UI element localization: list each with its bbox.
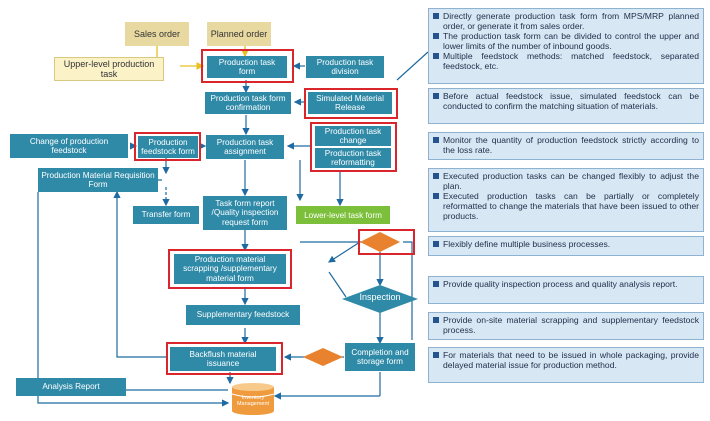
lower-level-task-label: Lower-level task form: [304, 210, 382, 220]
note-5-line-1: Flexibly define multiple business proces…: [433, 239, 699, 249]
task-division-box: Production task division: [306, 56, 384, 78]
highlight-simulated-release: [304, 88, 398, 119]
completion-label: Completion and storage form: [351, 347, 409, 367]
analysis-report-label: Analysis Report: [42, 382, 100, 392]
decision-diamond-top: [360, 232, 400, 252]
task-reformatting-label: Production task reformatting: [324, 148, 382, 168]
inventory-label: Inventory Management: [236, 395, 270, 407]
note-8-line-1: For materials that need to be issued in …: [433, 350, 699, 370]
note-6-line-1: Provide quality inspection process and q…: [433, 279, 699, 289]
task-confirmation-box: Production task form confirmation: [205, 92, 291, 114]
upper-level-task-box: Upper-level production task: [54, 57, 164, 81]
change-feedstock-label: Change of production feedstock: [29, 136, 109, 156]
supplementary-feedstock-box: Supplementary feedstock: [186, 305, 300, 325]
task-assignment-label: Production task assignment: [216, 137, 274, 157]
simulated-release-label: Simulated Material Release: [316, 93, 384, 113]
task-change-label: Production task change: [324, 126, 382, 146]
scrapping-form-label: Production material scrapping /supplemen…: [183, 254, 277, 283]
task-assignment-box: Production task assignment: [206, 135, 284, 159]
inventory-database-icon: Inventory Management: [230, 382, 276, 416]
planned-order-box: Planned order: [207, 22, 271, 46]
note-7: Provide on-site material scrapping and s…: [428, 312, 704, 340]
note-4-line-1: Executed production tasks can be changed…: [433, 171, 699, 191]
highlight-task-form: [201, 49, 294, 83]
feedstock-form-label: Production feedstock form: [141, 137, 195, 157]
highlight-feedstock-form: [134, 132, 201, 161]
highlight-diamond: [358, 229, 415, 255]
lower-level-task-box: Lower-level task form: [296, 206, 390, 224]
task-reformatting-box: Production task reformatting: [315, 148, 391, 168]
task-division-label: Production task division: [316, 57, 374, 77]
feedstock-form-box: Production feedstock form: [138, 136, 198, 158]
note-7-line-1: Provide on-site material scrapping and s…: [433, 315, 699, 335]
note-2: Before actual feedstock issue, simulated…: [428, 88, 704, 124]
scrapping-form-box: Production material scrapping /supplemen…: [174, 254, 286, 284]
task-change-box: Production task change: [315, 126, 391, 146]
note-1-line-3: Multiple feedstock methods: matched feed…: [433, 51, 699, 71]
note-1: Directly generate production task form f…: [428, 8, 704, 84]
production-task-form-label: Production task form: [218, 57, 276, 77]
note-1-line-1: Directly generate production task form f…: [433, 11, 699, 31]
inspection-diamond: [342, 285, 418, 313]
report-request-box: Task form report /Quality inspection req…: [203, 196, 287, 230]
upper-level-task-label: Upper-level production task: [63, 59, 155, 79]
inspection-label: Inspection: [359, 292, 401, 302]
note-2-line-1: Before actual feedstock issue, simulated…: [433, 91, 699, 111]
backflush-box: Backflush material issuance: [170, 347, 276, 371]
highlight-backflush: [166, 342, 283, 375]
sales-order-label: Sales order: [133, 29, 181, 39]
task-confirmation-label: Production task form confirmation: [210, 93, 286, 113]
highlight-task-change: [310, 122, 397, 172]
note-4-line-2: Executed production tasks can be partial…: [433, 191, 699, 221]
completion-box: Completion and storage form: [345, 343, 415, 371]
note-3: Monitor the quantity of production feeds…: [428, 132, 704, 160]
note-1-line-2: The production task form can be divided …: [433, 31, 699, 51]
transfer-form-label: Transfer form: [141, 210, 191, 220]
simulated-release-box: Simulated Material Release: [308, 92, 392, 114]
note-5: Flexibly define multiple business proces…: [428, 236, 704, 256]
highlight-scrapping: [168, 249, 292, 289]
note-3-line-1: Monitor the quantity of production feeds…: [433, 135, 699, 155]
note-6: Provide quality inspection process and q…: [428, 276, 704, 304]
change-feedstock-box: Change of production feedstock: [10, 134, 128, 158]
report-request-label: Task form report /Quality inspection req…: [211, 198, 279, 227]
analysis-report-box: Analysis Report: [16, 378, 126, 396]
requisition-form-label: Production Material Requisition Form: [41, 170, 155, 190]
planned-order-label: Planned order: [210, 29, 268, 39]
backflush-label: Backflush material issuance: [189, 349, 257, 369]
sales-order-box: Sales order: [125, 22, 189, 46]
transfer-form-box: Transfer form: [133, 206, 199, 224]
note-8: For materials that need to be issued in …: [428, 347, 704, 383]
requisition-form-box: Production Material Requisition Form: [38, 168, 158, 192]
note-4: Executed production tasks can be changed…: [428, 168, 704, 232]
decision-diamond-bottom: [303, 348, 343, 366]
supplementary-feedstock-label: Supplementary feedstock: [196, 310, 290, 320]
production-task-form-box: Production task form: [207, 56, 287, 78]
